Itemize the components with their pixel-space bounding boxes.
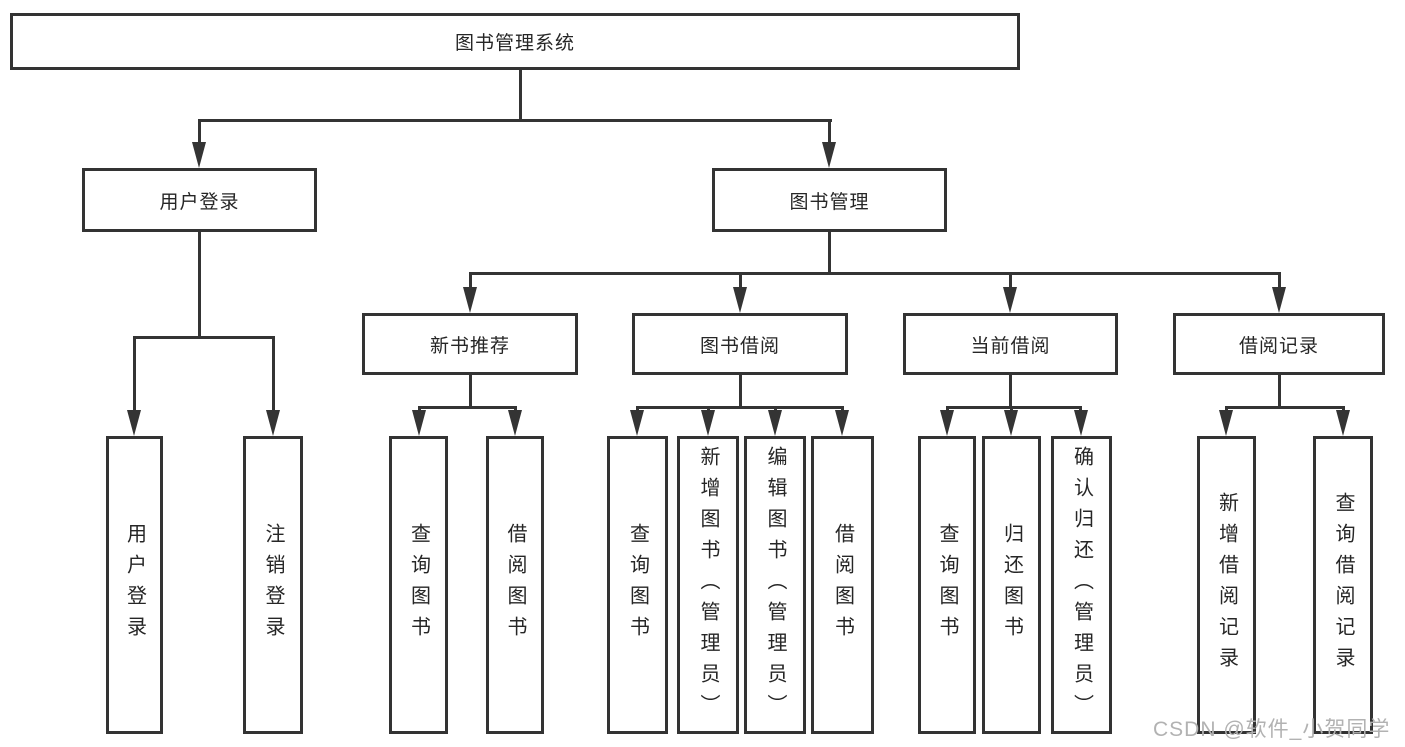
arrow-down-icon — [1004, 410, 1018, 436]
leaf-bb-borrow-books: 借阅图书 — [811, 436, 874, 734]
drop-line — [1278, 272, 1281, 289]
leaf-br-query-record: 查询借阅记录 — [1313, 436, 1373, 734]
leaf-br-add-record: 新增借阅记录 — [1197, 436, 1256, 734]
leaf-logout: 注销登录 — [243, 436, 303, 734]
arrow-down-icon — [192, 142, 206, 168]
leaf-cb-return-books: 归还图书 — [982, 436, 1041, 734]
arrow-down-icon — [822, 142, 836, 168]
drop-line — [272, 336, 275, 412]
arrow-down-icon — [508, 410, 522, 436]
leaf-cb-query-books: 查询图书 — [918, 436, 976, 734]
node-user-login: 用户登录 — [82, 168, 317, 232]
arrow-down-icon — [127, 410, 141, 436]
leaf-label: 注销登录 — [262, 523, 284, 647]
leaf-label: 新增借阅记录 — [1215, 492, 1238, 678]
arrow-down-icon — [1336, 410, 1350, 436]
arrow-down-icon — [940, 410, 954, 436]
arrow-down-icon — [1003, 287, 1017, 313]
trunk-line — [1009, 375, 1012, 409]
node-new-book-recommend: 新书推荐 — [362, 313, 578, 375]
trunk-line — [739, 375, 742, 409]
drop-line — [133, 336, 136, 412]
arrow-down-icon — [1074, 410, 1088, 436]
leaf-label: 新增图书（管理员） — [697, 445, 719, 725]
node-current-borrow: 当前借阅 — [903, 313, 1118, 375]
leaf-bb-edit-books-admin: 编辑图书（管理员） — [744, 436, 806, 734]
bar-line — [636, 406, 844, 409]
trunk-line — [469, 375, 472, 409]
leaf-nb-query-books: 查询图书 — [389, 436, 448, 734]
leaf-user-login: 用户登录 — [106, 436, 163, 734]
node-library-management-system: 图书管理系统 — [10, 13, 1020, 70]
bar-line — [198, 119, 832, 122]
trunk-line — [519, 70, 522, 119]
node-book-borrow: 图书借阅 — [632, 313, 848, 375]
arrow-down-icon — [701, 410, 715, 436]
node-book-management: 图书管理 — [712, 168, 947, 232]
leaf-label: 借阅图书 — [831, 523, 854, 647]
bar-line — [133, 336, 275, 339]
leaf-label: 查询图书 — [626, 523, 649, 647]
leaf-label: 查询图书 — [936, 523, 958, 647]
leaf-label: 借阅图书 — [504, 523, 526, 647]
leaf-cb-confirm-return-admin: 确认归还（管理员） — [1051, 436, 1112, 734]
arrow-down-icon — [733, 287, 747, 313]
drop-line — [1009, 272, 1012, 289]
leaf-bb-query-books: 查询图书 — [607, 436, 668, 734]
arrow-down-icon — [266, 410, 280, 436]
bar-line — [418, 406, 517, 409]
trunk-line — [828, 232, 831, 275]
leaf-label: 用户登录 — [123, 523, 146, 647]
arrow-down-icon — [1219, 410, 1233, 436]
leaf-label: 归还图书 — [1000, 523, 1023, 647]
drop-line — [198, 119, 201, 146]
leaf-label: 查询图书 — [407, 523, 430, 647]
arrow-down-icon — [463, 287, 477, 313]
drop-line — [828, 119, 831, 146]
csdn-watermark: CSDN @软件_小贺同学 — [1153, 718, 1391, 741]
drop-line — [739, 272, 742, 289]
arrow-down-icon — [768, 410, 782, 436]
trunk-line — [1278, 375, 1281, 409]
bar-line — [1225, 406, 1345, 409]
leaf-bb-add-books-admin: 新增图书（管理员） — [677, 436, 739, 734]
leaf-nb-borrow-books: 借阅图书 — [486, 436, 544, 734]
bar-line — [946, 406, 1082, 409]
arrow-down-icon — [835, 410, 849, 436]
leaf-label: 确认归还（管理员） — [1070, 445, 1093, 725]
node-borrow-records: 借阅记录 — [1173, 313, 1385, 375]
leaf-label: 查询借阅记录 — [1332, 492, 1354, 678]
bar-line — [469, 272, 1280, 275]
trunk-line — [198, 232, 201, 336]
leaf-label: 编辑图书（管理员） — [764, 445, 786, 725]
drop-line — [469, 272, 472, 289]
arrow-down-icon — [412, 410, 426, 436]
arrow-down-icon — [630, 410, 644, 436]
arrow-down-icon — [1272, 287, 1286, 313]
